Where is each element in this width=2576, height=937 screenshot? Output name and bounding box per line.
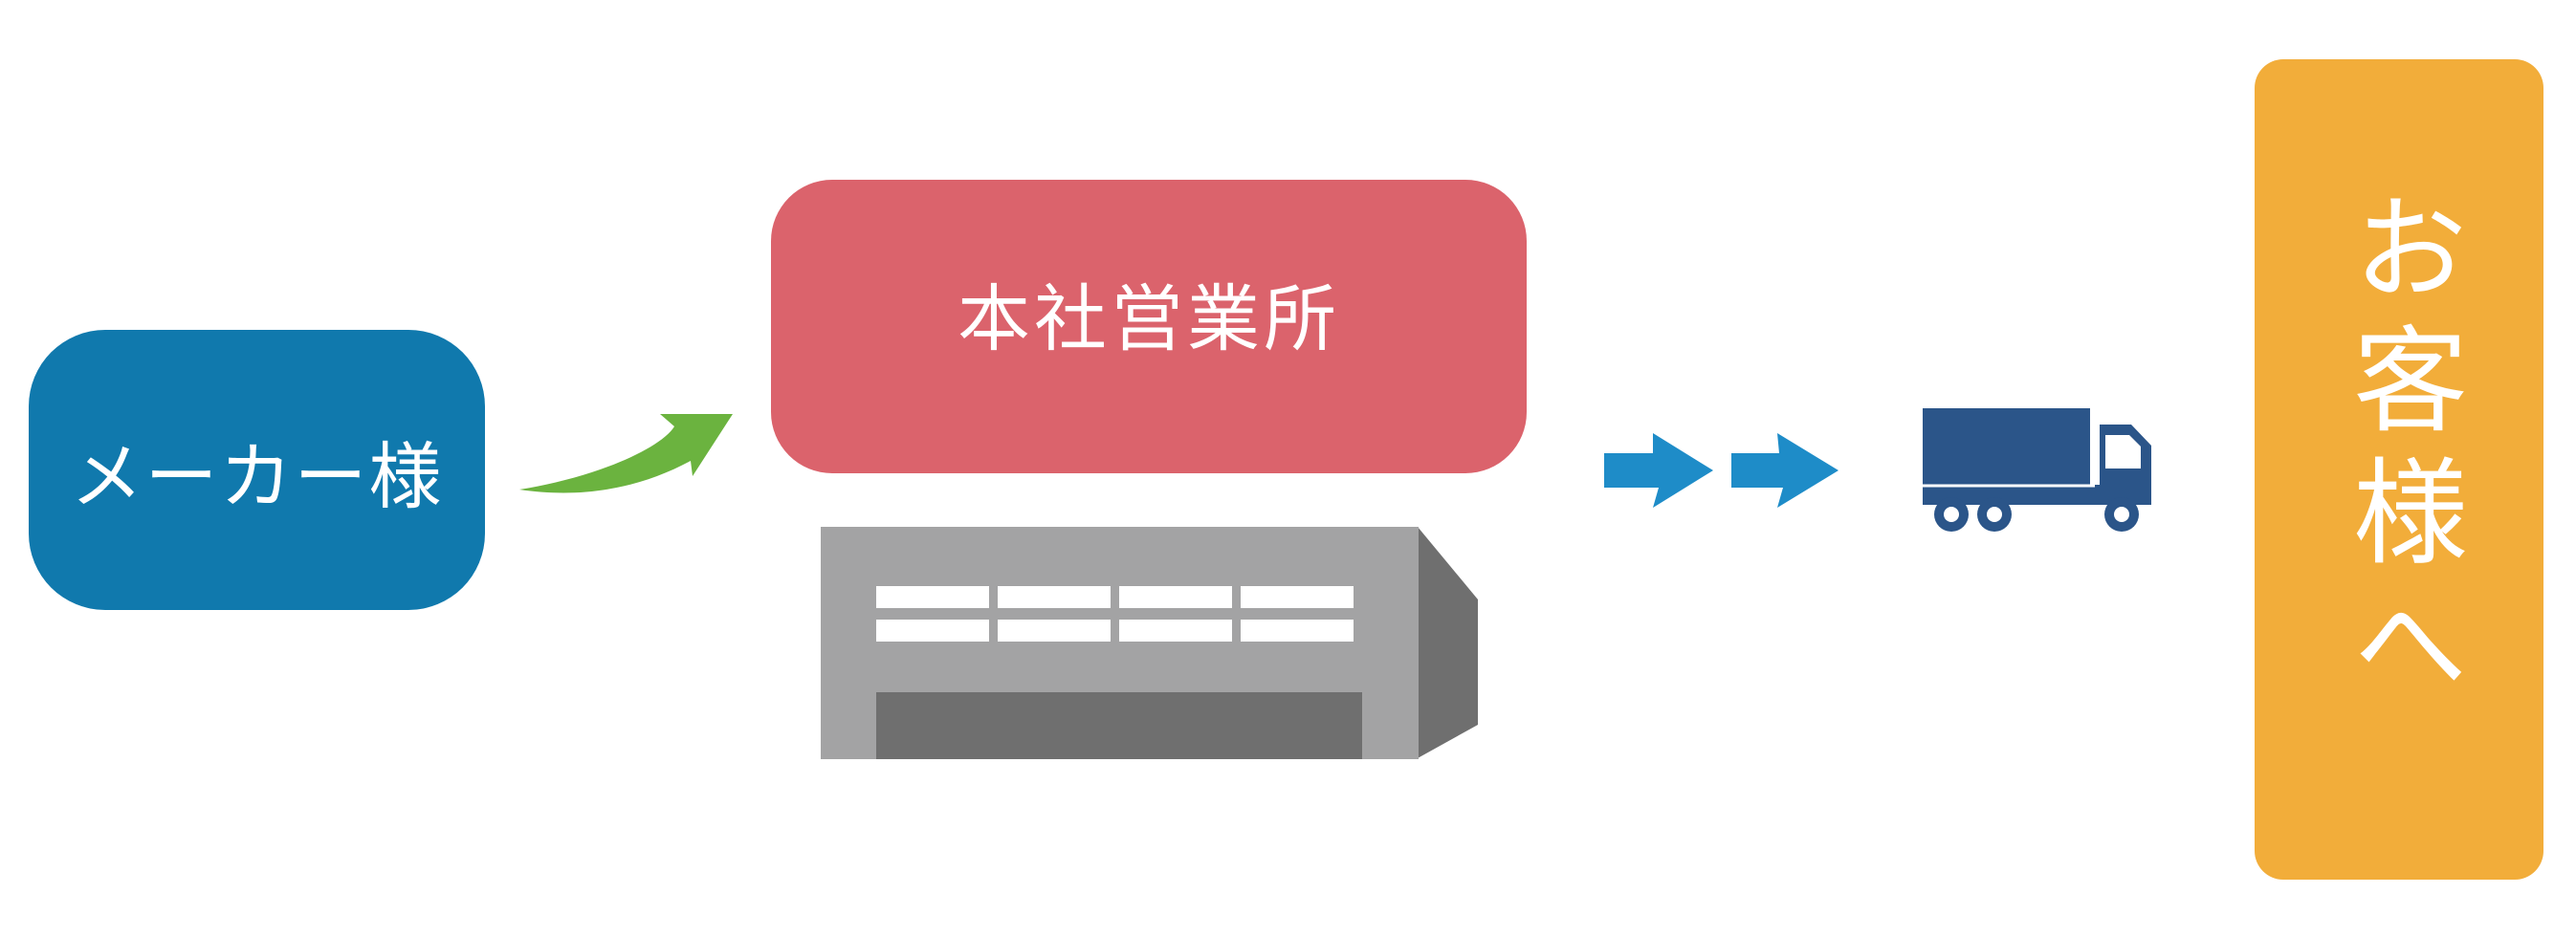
arrow-right-icon	[1604, 433, 1713, 508]
truck-icon	[1923, 408, 2151, 532]
curved-arrow-icon	[519, 414, 733, 493]
arrow-right-icon	[1731, 433, 1838, 508]
customer-node: お客様へ	[2255, 59, 2543, 880]
warehouse-icon	[821, 527, 1478, 759]
headquarters-node: 本社営業所	[771, 180, 1527, 473]
maker-label: メーカー様	[70, 433, 444, 519]
maker-node: メーカー様	[29, 330, 485, 610]
customer-label: お客様へ	[2333, 188, 2466, 716]
headquarters-label: 本社営業所	[958, 275, 1340, 361]
